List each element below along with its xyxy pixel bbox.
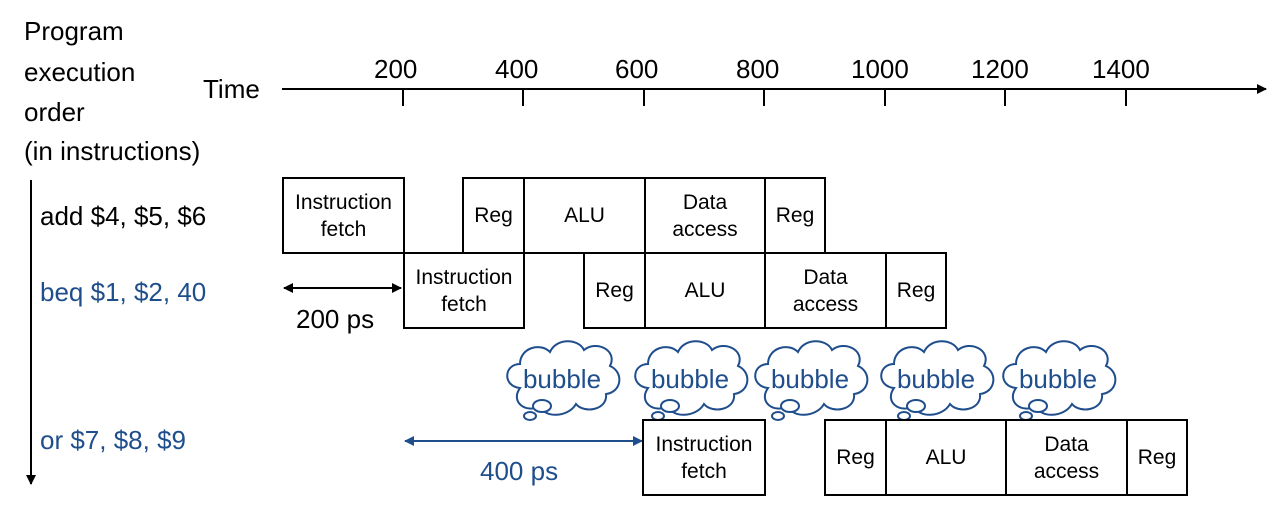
tick-label-800: 800 [736, 54, 780, 84]
tick-label-200: 200 [374, 54, 418, 84]
tick-label-600: 600 [615, 54, 659, 84]
beq-stage-reg-write: Reg [885, 252, 947, 329]
row-heading-line-1: Program [24, 16, 124, 46]
instruction-label-add: add $4, $5, $6 [40, 201, 207, 231]
interval-400ps-label: 400 ps [480, 456, 559, 486]
tick-label-1000: 1000 [851, 54, 909, 84]
bubble-label-2: bubble [650, 364, 730, 394]
bubble-label-1: bubble [522, 364, 602, 394]
add-stage-data-access: Data access [644, 177, 766, 254]
add-stage-reg-read: Reg [462, 177, 525, 254]
instruction-label-or: or $7, $8, $9 [40, 425, 186, 455]
tick-label-400: 400 [495, 54, 539, 84]
beq-stage-data-access: Data access [764, 252, 887, 329]
tick-label-1400: 1400 [1092, 54, 1150, 84]
or-stage-instruction-fetch: Instruction fetch [642, 419, 766, 496]
or-stage-reg-write: Reg [1126, 419, 1188, 496]
row-heading-line-4: (in instructions) [24, 136, 201, 166]
instruction-label-beq: beq $1, $2, 40 [40, 277, 207, 307]
add-stage-reg-write: Reg [764, 177, 826, 254]
row-heading-line-3: order [24, 97, 85, 127]
bubble-label-5: bubble [1018, 364, 1098, 394]
or-stage-reg-read: Reg [824, 419, 887, 496]
bubble-label-4: bubble [896, 364, 976, 394]
beq-stage-alu: ALU [644, 252, 766, 329]
add-stage-alu: ALU [523, 177, 646, 254]
bubble-label-3: bubble [770, 364, 850, 394]
or-stage-data-access: Data access [1005, 419, 1128, 496]
time-label: Time [203, 74, 260, 104]
row-heading-line-2: execution [24, 57, 136, 87]
or-stage-alu: ALU [885, 419, 1007, 496]
time-axis-ticks [402, 89, 1127, 106]
beq-stage-reg-read: Reg [583, 252, 646, 329]
beq-stage-instruction-fetch: Instruction fetch [403, 252, 525, 329]
add-stage-instruction-fetch: Instruction fetch [282, 177, 405, 254]
tick-label-1200: 1200 [971, 54, 1029, 84]
interval-200ps-label: 200 ps [296, 304, 375, 334]
